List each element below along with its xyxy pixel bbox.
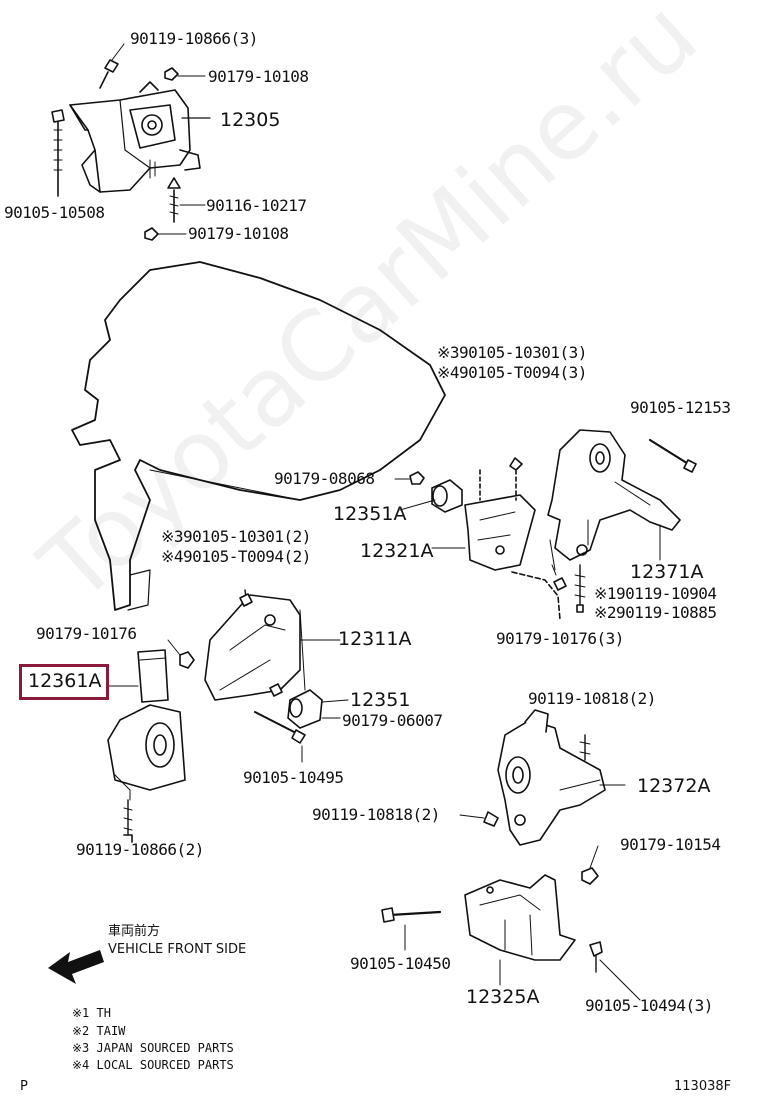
label-90179-10154[interactable]: 90179-10154 xyxy=(620,835,721,854)
label-90116-10217[interactable]: 90116-10217 xyxy=(206,196,307,215)
engine-outline xyxy=(71,261,446,611)
mount-12372A-drawing xyxy=(459,709,626,846)
label-12305[interactable]: 12305 xyxy=(220,109,281,131)
label-90105-10494-3[interactable]: 90105-10494(3) xyxy=(585,996,713,1015)
label-12321A[interactable]: 12321A xyxy=(360,540,434,562)
bracket-12325A-drawing xyxy=(381,845,641,1001)
label-note1[interactable]: ※190119-10904 xyxy=(594,584,717,603)
label-12325A[interactable]: 12325A xyxy=(466,986,540,1008)
front-side-en: VEHICLE FRONT SIDE xyxy=(108,942,247,957)
mount-12361A-drawing xyxy=(107,649,186,843)
label-90179-10108-b[interactable]: 90179-10108 xyxy=(188,224,289,243)
label-90119-10818-b[interactable]: 90119-10818(2) xyxy=(312,805,440,824)
label-12371A[interactable]: 12371A xyxy=(630,561,704,583)
bolts-top xyxy=(51,43,206,241)
label-90105-12153[interactable]: 90105-12153 xyxy=(630,398,731,417)
label-12351[interactable]: 12351 xyxy=(350,689,411,711)
footnote-3: ※3 JAPAN SOURCED PARTS xyxy=(72,1041,234,1055)
label-12361A[interactable]: 12361A xyxy=(28,670,102,692)
label-12311A[interactable]: 12311A xyxy=(338,628,412,650)
footnote-2: ※2 TAIW xyxy=(72,1024,126,1038)
mount-12371A-drawing xyxy=(547,429,697,613)
label-note4-top[interactable]: ※490105-T0094(3) xyxy=(437,363,587,382)
footer-code: 113038F xyxy=(674,1079,732,1094)
label-90105-10450[interactable]: 90105-10450 xyxy=(350,954,451,973)
footnote-1: ※1 TH xyxy=(72,1006,111,1020)
highlight-box xyxy=(19,664,109,700)
footnote-4: ※4 LOCAL SOURCED PARTS xyxy=(72,1058,234,1072)
label-note4-mid[interactable]: ※490105-T0094(2) xyxy=(161,547,311,566)
label-90119-10866-2[interactable]: 90119-10866(2) xyxy=(76,840,204,859)
label-note3-mid[interactable]: ※390105-10301(2) xyxy=(161,527,311,546)
label-note3-top[interactable]: ※390105-10301(3) xyxy=(437,343,587,362)
label-note2[interactable]: ※290119-10885 xyxy=(594,603,717,622)
bracket-12311A-drawing xyxy=(167,589,349,763)
label-12351A[interactable]: 12351A xyxy=(333,503,407,525)
mount-12305-drawing xyxy=(69,81,211,193)
label-90179-08068[interactable]: 90179-08068 xyxy=(274,469,375,488)
label-90105-10508[interactable]: 90105-10508 xyxy=(4,203,105,222)
label-90119-10866-3[interactable]: 90119-10866(3) xyxy=(130,29,258,48)
label-90179-10108-a[interactable]: 90179-10108 xyxy=(208,67,309,86)
label-90119-10818-a[interactable]: 90119-10818(2) xyxy=(528,689,656,708)
label-90179-10176-3[interactable]: 90179-10176(3) xyxy=(496,629,624,648)
label-90179-06007[interactable]: 90179-06007 xyxy=(342,711,443,730)
front-side-jp: 車両前方 xyxy=(108,924,161,939)
footer-left: P xyxy=(20,1079,28,1094)
label-90105-10495[interactable]: 90105-10495 xyxy=(243,768,344,787)
label-90179-10176[interactable]: 90179-10176 xyxy=(36,624,137,643)
label-12372A[interactable]: 12372A xyxy=(637,775,711,797)
front-arrow-icon xyxy=(48,950,104,984)
bracket-12321A-drawing xyxy=(394,457,567,621)
